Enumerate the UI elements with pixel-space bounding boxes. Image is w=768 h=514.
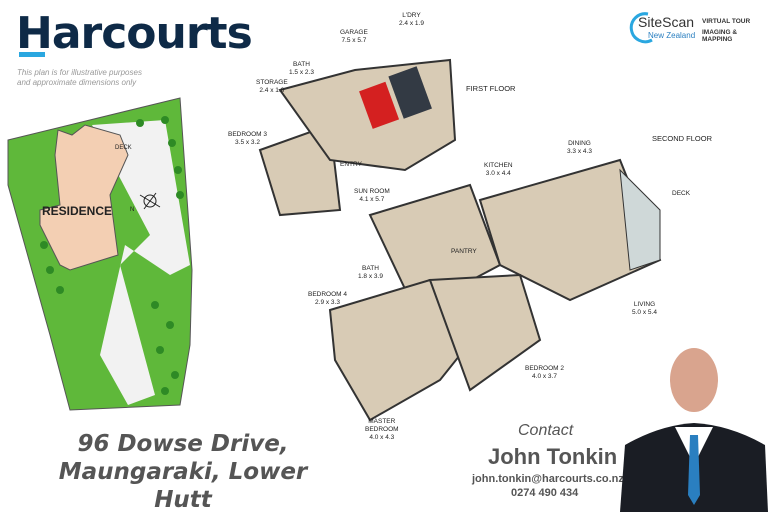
- sitescan-tagline: IMAGING & MAPPING: [702, 29, 738, 43]
- north-label: N: [130, 207, 134, 213]
- sitescan-sub: New Zealand: [648, 31, 696, 40]
- contact-label: Contact: [518, 422, 574, 439]
- first-floor-label: FIRST FLOOR: [466, 84, 516, 93]
- property-address: 96 Dowse Drive,Maungaraki, Lower Hutt: [38, 430, 328, 514]
- sitescan-tagline: VIRTUAL TOUR: [702, 18, 751, 25]
- agent-phone[interactable]: 0274 490 434: [511, 487, 579, 499]
- sitescan-swoosh-icon: [629, 12, 653, 44]
- room-deck: DECK: [672, 190, 691, 197]
- agent-name: John Tonkin: [488, 444, 618, 469]
- disclaimer-line: This plan is for illustrative purposes: [17, 68, 142, 77]
- room-entry: ENTRY: [340, 161, 362, 168]
- logo-underline: [19, 52, 45, 57]
- sitescan-logo: SiteScan New Zealand VIRTUAL TOUR IMAGIN…: [626, 10, 766, 46]
- site-plan: RESIDENCE DECK N: [7, 97, 193, 411]
- disclaimer-line: and approximate dimensions only: [17, 78, 137, 87]
- residence-label: RESIDENCE: [42, 204, 112, 218]
- agent-photo: [620, 348, 768, 512]
- second-floor-label: SECOND FLOOR: [652, 134, 713, 143]
- deck-label: DECK: [115, 145, 132, 151]
- agent-email[interactable]: john.tonkin@harcourts.co.nz: [472, 473, 624, 485]
- room-pantry: PANTRY: [451, 248, 477, 255]
- harcourts-logo: Harcourts: [16, 8, 253, 59]
- compass-icon: [139, 192, 161, 210]
- sitescan-name: SiteScan: [638, 14, 695, 30]
- address-line: 96 Dowse Drive,: [77, 431, 289, 457]
- address-line: Maungaraki, Lower Hutt: [58, 459, 308, 513]
- floor-plan-3d: [258, 58, 662, 422]
